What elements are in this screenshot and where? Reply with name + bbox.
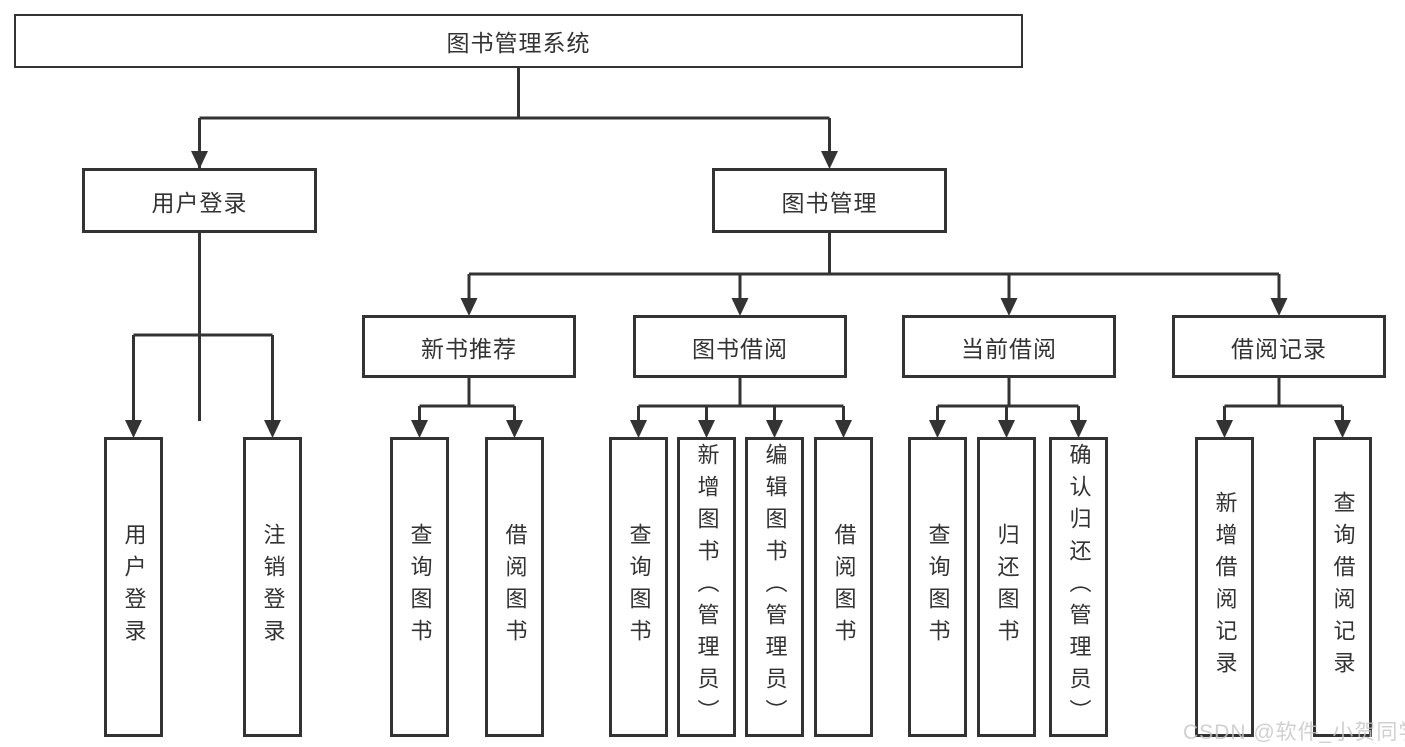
leaf-borrow-books-1: 借阅图书 — [485, 437, 544, 737]
leaf-logout-label: 注销登录 — [260, 523, 286, 651]
leaf-query-borrow-record-label: 查询借阅记录 — [1330, 491, 1356, 683]
leaf-add-books-admin: 新增图书（管理员） — [677, 437, 736, 737]
leaf-query-borrow-record: 查询借阅记录 — [1313, 437, 1372, 737]
leaf-user-login: 用户登录 — [104, 437, 163, 737]
leaf-query-books-3-label: 查询图书 — [925, 523, 951, 651]
node-borrow-records: 借阅记录 — [1172, 315, 1386, 378]
leaf-edit-books-admin-label: 编辑图书（管理员） — [762, 443, 788, 731]
node-book-management-branch: 图书管理 — [712, 168, 947, 233]
leaf-borrow-books-2-label: 借阅图书 — [831, 523, 857, 651]
node-new-book-recommend: 新书推荐 — [362, 315, 576, 378]
node-current-borrow: 当前借阅 — [902, 315, 1116, 378]
leaf-confirm-return-admin-label: 确认归还（管理员） — [1066, 443, 1092, 731]
leaf-user-login-label: 用户登录 — [121, 523, 147, 651]
leaf-borrow-books-2: 借阅图书 — [814, 437, 873, 737]
leaf-return-books-label: 归还图书 — [994, 523, 1020, 651]
leaf-query-books-1: 查询图书 — [390, 437, 449, 737]
leaf-return-books: 归还图书 — [977, 437, 1036, 737]
node-book-borrow: 图书借阅 — [633, 315, 847, 378]
leaf-add-borrow-record: 新增借阅记录 — [1195, 437, 1254, 737]
leaf-query-books-1-label: 查询图书 — [407, 523, 433, 651]
leaf-borrow-books-1-label: 借阅图书 — [502, 523, 528, 651]
connector-user-login-to-leaves — [125, 233, 281, 438]
leaf-confirm-return-admin: 确认归还（管理员） — [1049, 437, 1108, 737]
node-library-management-system: 图书管理系统 — [14, 14, 1023, 68]
connector-borrow-records-to-leaves — [1216, 378, 1351, 438]
leaf-add-books-admin-label: 新增图书（管理员） — [694, 443, 720, 731]
leaf-logout: 注销登录 — [243, 437, 302, 737]
leaf-query-books-2-label: 查询图书 — [626, 523, 652, 651]
connector-book-management-to-level3 — [460, 233, 1288, 316]
leaf-edit-books-admin: 编辑图书（管理员） — [745, 437, 804, 737]
node-user-login-branch: 用户登录 — [82, 168, 317, 233]
leaf-query-books-2: 查询图书 — [609, 437, 668, 737]
csdn-watermark: CSDN @软件_小贺同学 — [1183, 721, 1405, 744]
leaf-add-borrow-record-label: 新增借阅记录 — [1212, 491, 1238, 683]
leaf-query-books-3: 查询图书 — [908, 437, 967, 737]
connector-current-borrow-to-leaves — [929, 378, 1087, 438]
connector-new-book-recommend-to-leaves — [411, 378, 523, 438]
connector-book-borrow-to-leaves — [630, 378, 852, 438]
